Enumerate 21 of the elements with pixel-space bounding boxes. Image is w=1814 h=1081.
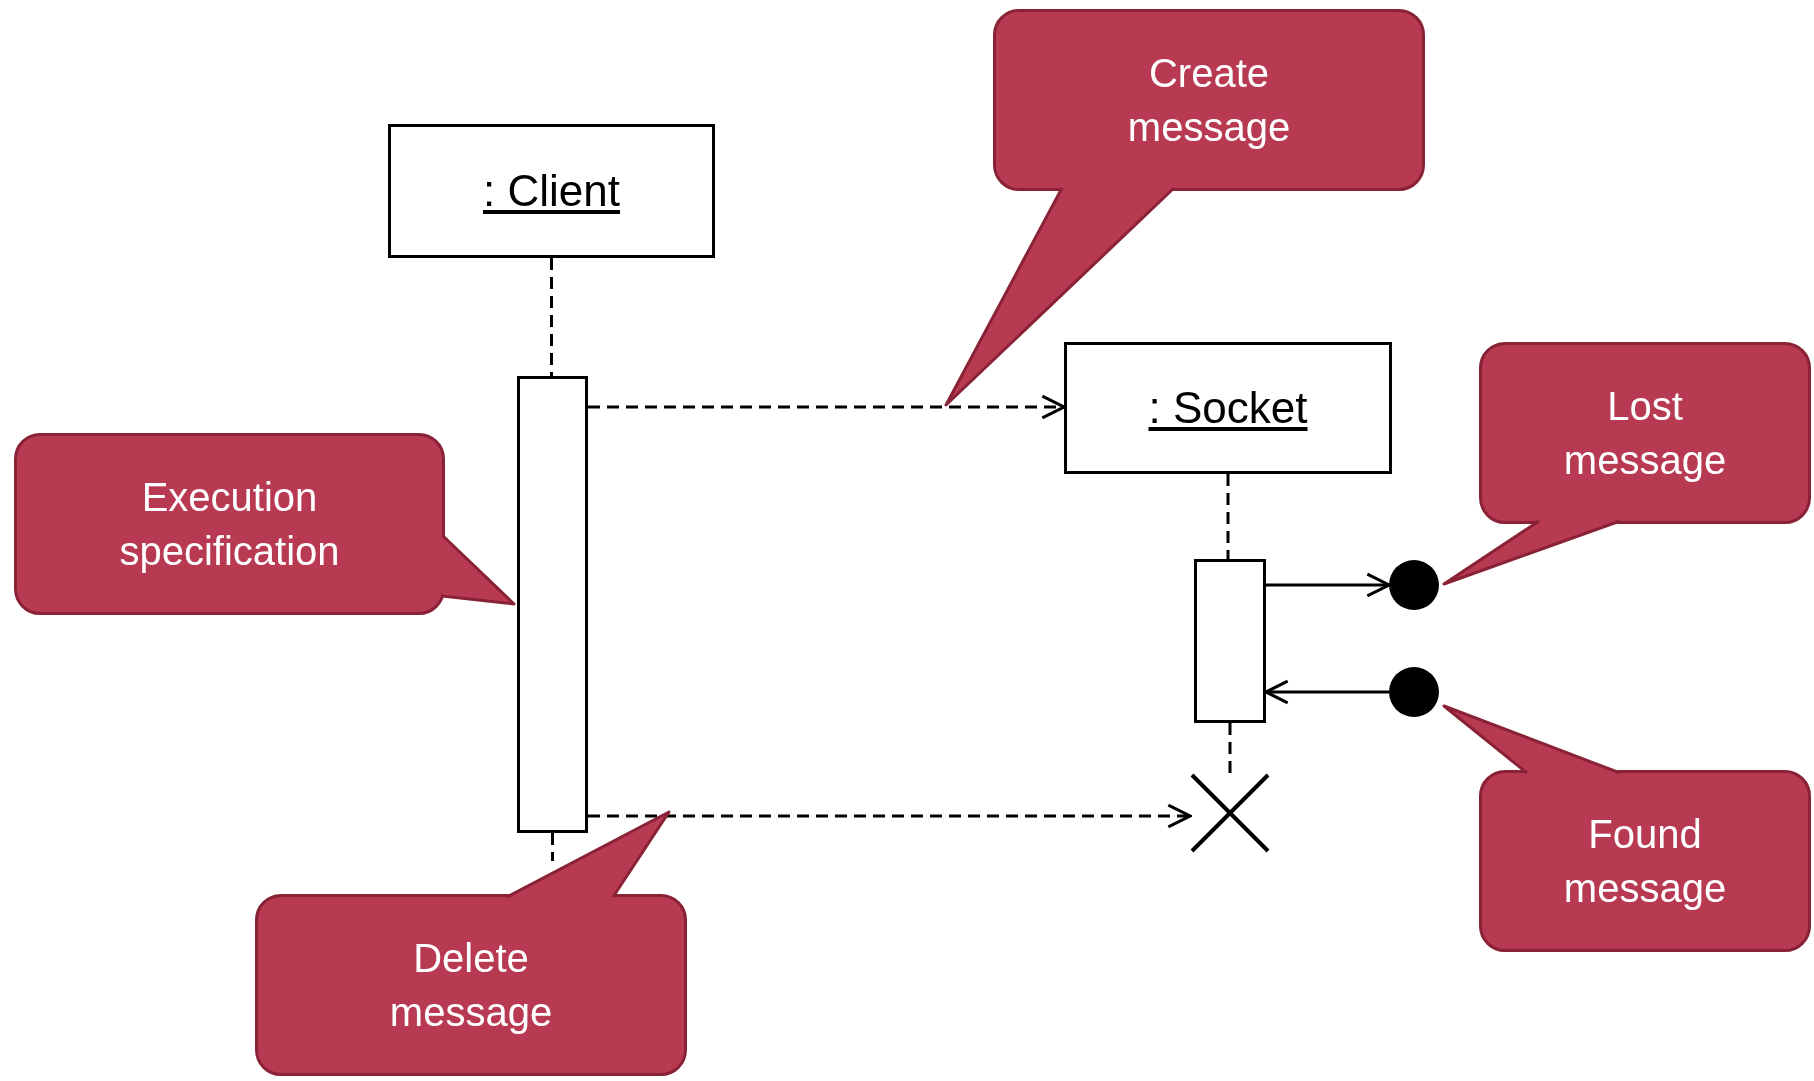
callout-text: Found message: [1562, 811, 1728, 912]
callout: [993, 9, 1425, 191]
callout-text: Delete message: [388, 935, 554, 1036]
lifeline: [1228, 723, 1232, 773]
callout: [14, 433, 445, 615]
object-box: [388, 124, 715, 258]
message-arrow: [1264, 679, 1389, 705]
object-name: : Client: [483, 165, 620, 217]
lifeline: [551, 833, 554, 861]
object-name: : Socket: [1148, 382, 1308, 434]
message-arrow: [588, 394, 1066, 420]
callout-text: Execution specification: [118, 474, 341, 575]
activation-bar: [517, 376, 588, 833]
lifeline: [550, 258, 553, 376]
message-arrow: [588, 803, 1192, 829]
lifeline: [1226, 474, 1230, 559]
callout-text: Create message: [1126, 50, 1292, 151]
callout-text: Lost message: [1562, 383, 1728, 484]
object-box: [1064, 342, 1392, 474]
activation-bar: [1194, 559, 1266, 723]
message-arrow: [1266, 572, 1391, 598]
